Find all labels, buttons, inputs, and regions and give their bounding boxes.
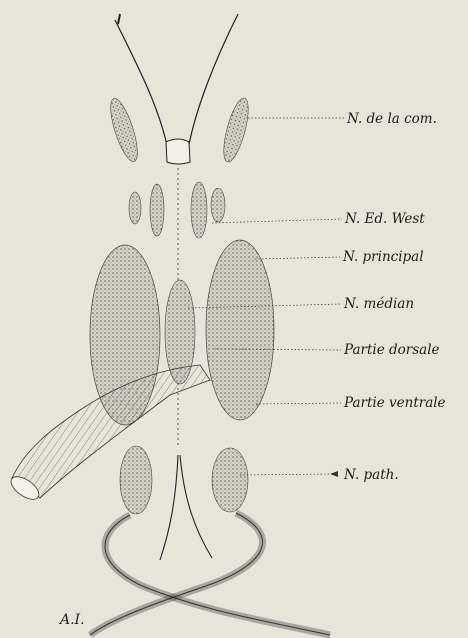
leader-pathetic: [240, 474, 330, 475]
label-dorsal-part: Partie dorsale: [344, 342, 440, 358]
principal-nucleus-right: [206, 240, 274, 420]
commissure-nucleus-right: [219, 96, 253, 164]
ew-nucleus-right-inner: [191, 182, 207, 238]
pathetic-nucleus-left: [120, 446, 152, 514]
label-edinger-westphal: N. Ed. West: [345, 211, 425, 227]
label-commissure-nucleus: N. de la com.: [347, 111, 437, 127]
label-ventral-part: Partie ventrale: [344, 395, 446, 411]
pathetic-root-left: [105, 515, 330, 635]
upper-tip: [118, 14, 120, 24]
leader-pathetic-arrow: [330, 471, 338, 477]
ew-nucleus-left-inner: [150, 184, 164, 236]
ew-nucleus-right-outer: [211, 188, 225, 222]
aqueduct-cap: [166, 139, 190, 164]
label-median-nucleus: N. médian: [344, 296, 414, 312]
artist-signature: A.I.: [60, 612, 85, 628]
label-pathetic-nucleus: N. path.: [344, 467, 399, 483]
pathetic-nucleus-right: [212, 448, 248, 512]
leader-principal: [255, 257, 340, 259]
leader-ew: [212, 219, 342, 223]
commissure-nucleus-left: [105, 96, 143, 164]
label-principal-nucleus: N. principal: [343, 249, 424, 265]
lower-right-wall: [180, 455, 212, 558]
pathetic-root-left-edge: [105, 515, 330, 635]
leader-ventral: [256, 403, 341, 404]
lower-left-wall: [160, 455, 178, 560]
ew-nucleus-left-outer: [129, 192, 141, 224]
